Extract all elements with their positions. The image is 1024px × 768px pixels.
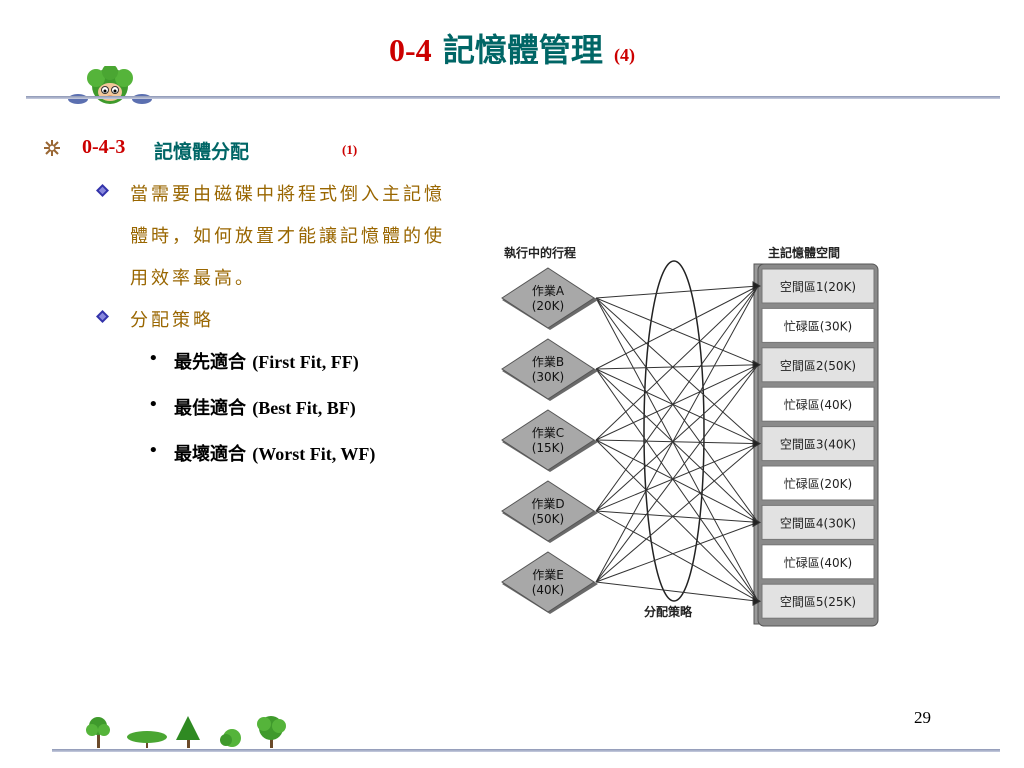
busy-block [761,544,875,580]
paragraph-line: 當需要由磁碟中將程式倒入主記憶 [130,184,445,205]
connection-line [595,510,759,523]
connection-line [595,364,759,583]
free-block [761,347,875,383]
connection-line [595,368,759,523]
page-number: 29 [914,708,931,727]
busy-block [761,386,875,422]
connection-line [595,521,759,583]
job-name: 作業C [532,426,564,440]
job-box: 作業B(30K) [501,338,598,401]
memory-block-label: 空間區4(30K) [780,516,856,530]
bullet-dot-icon: • [148,394,159,415]
diamond-bullet-icon [96,184,109,197]
mascot-icon [68,66,152,104]
memory-block-label: 空間區2(50K) [780,359,856,373]
strategy-name: 最壞適合 [174,444,246,465]
connection-line [595,439,759,445]
memory-block-label: 空間區1(20K) [780,280,856,294]
connection-line [595,439,759,602]
busy-block [761,465,875,501]
job-box: 作業D(50K) [501,480,598,543]
connection-line [595,297,759,602]
arrowhead-icon [752,517,762,528]
connection-line [595,297,759,523]
memory-block-label: 忙碌區(40K) [784,556,853,570]
arrowhead-icon [752,281,762,291]
job-size: (50K) [532,512,565,526]
starburst-bullet-icon [44,140,60,156]
busy-block [761,307,875,343]
memory-panel: 空間區1(20K) 忙碌區(30K) 空間區2(50K) 忙碌區(40K) 空間區3(4… [753,263,879,627]
connection-line [595,285,759,583]
connection-line [595,285,759,441]
memory-block-label: 空間區5(25K) [780,595,856,609]
memory-block-label: 空間區3(40K) [780,438,856,452]
connection-line [595,297,759,444]
job-name: 作業E [532,568,564,582]
connection-line [595,368,759,445]
connection-line [595,285,759,370]
connection-line [595,510,759,602]
title-number: 0-4 [389,32,432,68]
footer-divider [52,749,1000,752]
arrowhead-icon [752,438,762,449]
paragraph-line: 體時，如何放置才能讓記憶體的使 [130,226,445,247]
memory-block-label: 忙碌區(20K) [784,477,853,491]
connection-line [595,285,759,512]
arrowhead-icon [752,596,762,607]
jobs-label: 執行中的行程 [504,245,576,260]
strategy-ellipse [643,260,705,602]
connection-line [595,364,759,512]
connection-line [595,443,759,512]
tree-decoration-icon [86,716,286,748]
connection-line [595,364,759,370]
section-suffix: (1) [342,142,358,157]
job-name: 作業A [532,284,565,298]
strategy-abbrev: (Best Fit, BF) [252,398,356,418]
job-size: (20K) [532,299,565,313]
connection-line [595,285,759,299]
job-size: (15K) [532,441,565,455]
free-block [761,504,875,540]
memory-allocation-diagram: 執行中的行程 主記憶體空間 分配策略 空間區1(20K) 忙碌區(30K) 空間區2… [501,245,879,627]
connection-line [595,581,759,602]
section-number: 0-4-3 [82,136,126,158]
connection-line [595,297,759,366]
connection-line [595,364,759,441]
connection-line [595,439,759,523]
memory-block-label: 忙碌區(40K) [784,398,853,412]
strategy-name: 最先適合 [174,352,246,373]
arrowhead-icon [752,359,762,370]
strategy-abbrev: (First Fit, FF) [252,352,359,372]
strategy-abbrev: (Worst Fit, WF) [252,444,376,464]
connection-line [595,368,759,602]
job-box: 作業C(15K) [501,409,598,472]
connection-line [595,443,759,583]
bullet-dot-icon: • [148,348,159,369]
job-box: 作業E(40K) [501,551,598,614]
free-block [761,583,875,619]
paragraph-line: 用效率最高。 [130,268,256,289]
job-size: (30K) [532,370,565,384]
diamond-bullet-icon [96,310,109,323]
free-block [761,426,875,462]
free-block [761,268,875,304]
title-suffix: (4) [613,45,635,65]
job-name: 作業B [532,355,564,369]
title-text: 記憶體管理 [442,31,603,69]
strategy-label: 分配策略 [644,604,693,619]
strategy-name: 最佳適合 [174,398,246,419]
job-size: (40K) [532,583,565,597]
title-divider [26,96,1000,99]
slide-title: 0-4 記憶體管理 (4) [0,30,1024,75]
job-name: 作業D [531,497,564,511]
strategy-heading-text: 分配策略 [130,310,214,331]
section-title: 記憶體分配 [154,141,250,163]
memory-block-label: 忙碌區(30K) [784,319,853,333]
job-box: 作業A(20K) [501,267,598,330]
memory-label: 主記憶體空間 [768,245,840,260]
bullet-dot-icon: • [148,440,159,461]
